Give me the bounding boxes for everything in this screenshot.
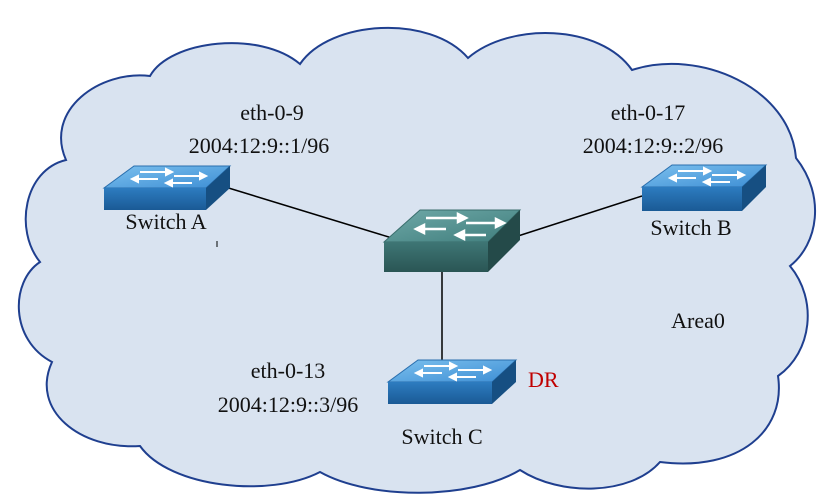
link-switch-b-center (517, 195, 643, 237)
switch-c-ip-label: 2004:12:9::3/96 (218, 392, 359, 417)
switch-c-name-label: Switch C (401, 424, 482, 449)
switch-b-icon[interactable] (640, 164, 768, 211)
switch-b-name-label: Switch B (650, 215, 731, 240)
switch-b-interface-label: eth-0-17 (611, 100, 686, 125)
center-switch-icon[interactable] (382, 209, 522, 272)
switch-a-ip-label: 2004:12:9::1/96 (189, 133, 330, 158)
dr-role-label: DR (528, 367, 559, 392)
switch-c-icon[interactable] (386, 359, 518, 404)
switch-a-icon[interactable] (102, 165, 232, 210)
switch-b-ip-label: 2004:12:9::2/96 (583, 133, 724, 158)
switch-c-interface-label: eth-0-13 (251, 358, 326, 383)
link-switch-a-center (221, 185, 393, 239)
area-label: Area0 (671, 308, 725, 333)
switch-a-interface-label: eth-0-9 (240, 100, 304, 125)
switch-a-name-label: Switch A (125, 209, 206, 234)
